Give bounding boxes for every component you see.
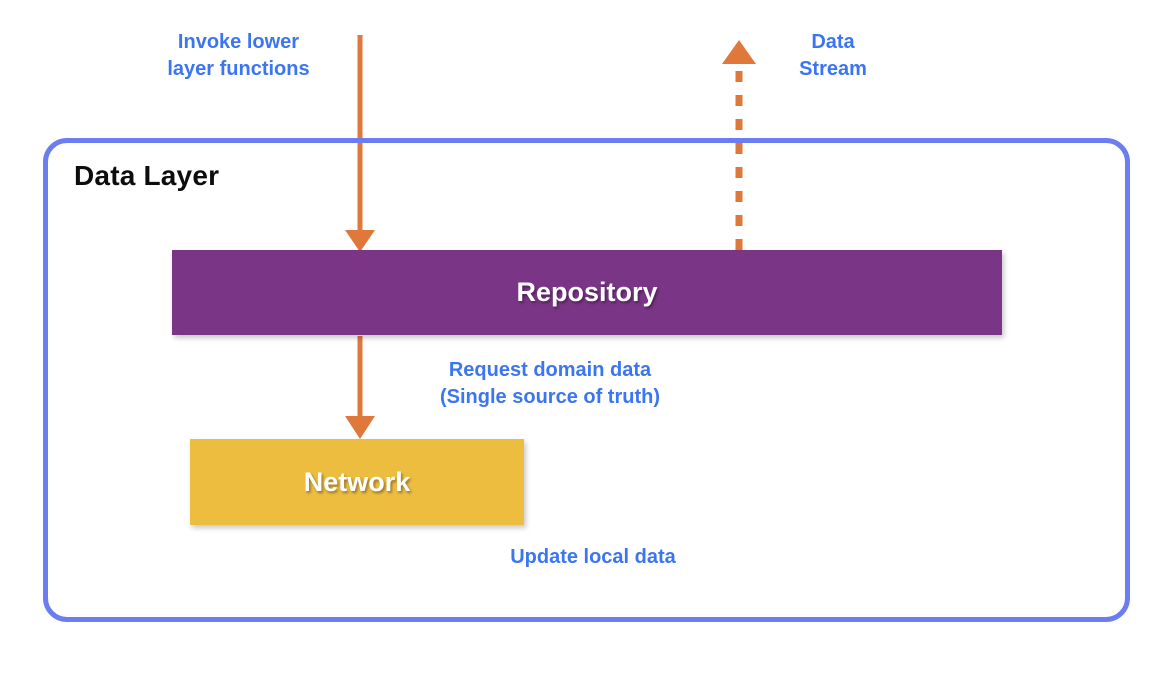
page-title: Data Layer [74,160,220,191]
repository-block[interactable]: Repository [172,250,1002,335]
network-block[interactable]: Network [190,439,524,525]
data-stream-arrow [722,40,756,250]
invoke-arrow [345,35,375,252]
annotation-invoke-lower-layer-functions: Invoke lower layer functions [167,31,310,80]
annotation-update-local-data: Update local data [510,546,676,568]
annotation-data-stream: Data Stream [799,31,867,80]
data-layer-container [43,138,1130,622]
request-arrow [345,336,375,439]
annotation-request-domain-data: Request domain data (Single source of tr… [440,359,660,408]
